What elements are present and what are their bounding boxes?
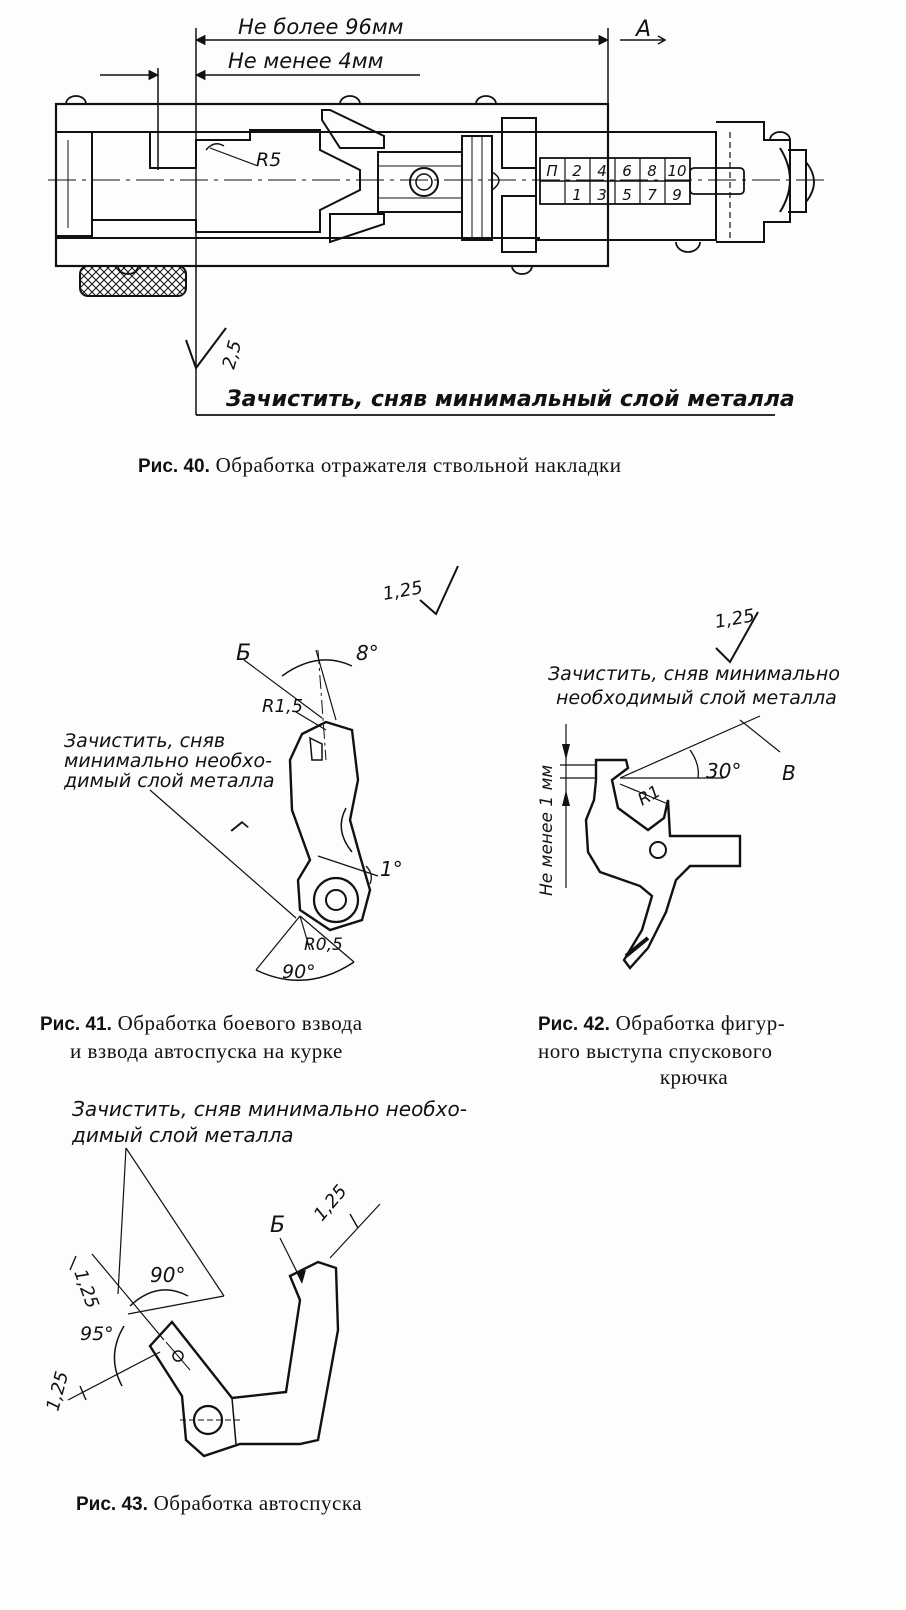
- fig42-note-line1: Зачистить, сняв минимально: [548, 663, 840, 685]
- scale-top-0: П: [546, 162, 557, 180]
- fig43-caption-text: Обработка автоспуска: [153, 1491, 363, 1515]
- fig43-angle-95: 95°: [80, 1323, 114, 1345]
- fig42-dim-vertical: Не менее 1 мм: [537, 765, 557, 896]
- scale-top-2: 4: [597, 162, 607, 180]
- knurled-pad: [79, 265, 187, 297]
- fig40-caption-text: Обработка отражателя ствольной накладки: [215, 453, 622, 477]
- fig41-caption-line1: Обработка боевого взвода: [117, 1011, 363, 1035]
- scale-bottom-3: 7: [647, 186, 657, 204]
- fig43-roughness-left: 1,25: [69, 1267, 102, 1312]
- fig41-roughness: 1,25: [381, 577, 424, 605]
- fig42-roughness: 1,25: [713, 605, 756, 633]
- fig42-label-v: В: [782, 761, 796, 785]
- fig40-caption-number: Рис. 40.: [138, 456, 210, 477]
- fig41-angle-1: 1°: [380, 857, 403, 881]
- fig43-caption: Рис. 43. Обработка автоспуска: [76, 1490, 496, 1518]
- fig41-angle-90: 90°: [282, 961, 316, 983]
- fig41-label-g: Г: [227, 815, 252, 842]
- dim-label-min: Не менее 4мм: [228, 49, 384, 73]
- fig41-caption-line2: и взвода автоспуска на курке: [70, 1039, 343, 1063]
- scale-top-3: 6: [622, 162, 632, 180]
- fig42-angle-30: 30°: [706, 759, 741, 783]
- fig42-caption-line1: Обработка фигур-: [615, 1011, 786, 1035]
- fig41-radius-15: R1,5: [262, 696, 303, 717]
- fig42-caption-line2: ного выступа спускового: [538, 1039, 773, 1063]
- fig42-note-line2: необходимый слой металла: [556, 687, 837, 709]
- scale-bottom-1: 3: [597, 186, 607, 204]
- fig42-caption-number: Рис. 42.: [538, 1014, 610, 1035]
- fig40-caption: Рис. 40. Обработка отражателя ствольной …: [138, 452, 778, 480]
- scale-top-5: 10: [667, 162, 686, 180]
- fig41-caption: Рис. 41. Обработка боевого взвода и взвод…: [40, 1010, 470, 1064]
- view-label-a: А: [634, 17, 651, 42]
- fig41-note-line3: димый слой металла: [63, 770, 274, 792]
- fig42-radius-1: R1: [635, 782, 665, 811]
- scale-bottom-2: 5: [622, 186, 632, 204]
- roughness-mark-25: [185, 327, 227, 371]
- fig41-caption-number: Рис. 41.: [40, 1014, 112, 1035]
- screw-hole: [409, 167, 439, 197]
- fig41-radius-05: R0,5: [304, 935, 343, 955]
- fig43-note-line1: Зачистить, сняв минимально необхо-: [72, 1097, 467, 1121]
- fig41-angle-8: 8°: [356, 641, 379, 665]
- scale-bottom-4: 9: [672, 186, 682, 204]
- fig40-note: Зачистить, сняв минимальный слой металла: [225, 387, 795, 412]
- fig43-angle-90: 90°: [150, 1263, 185, 1287]
- fig41-note-line2: минимально необхо-: [64, 750, 272, 772]
- fig42-caption-line3: крючка: [659, 1065, 729, 1089]
- fig43-roughness-bottom: 1,25: [43, 1369, 74, 1413]
- scale-top-4: 8: [647, 162, 657, 180]
- fig41-note-line1: Зачистить, сняв: [64, 730, 225, 752]
- scale-bottom-0: 1: [572, 186, 582, 204]
- fig43-roughness-top: 1,25: [310, 1181, 352, 1225]
- fig43-caption-number: Рис. 43.: [76, 1494, 148, 1515]
- fig41-label-b: Б: [236, 641, 251, 666]
- fig43-note-line2: димый слой металла: [71, 1123, 294, 1147]
- dim-label-max: Не более 96мм: [238, 15, 404, 39]
- scale-top-1: 2: [572, 162, 582, 180]
- figure-40-drawing: П 2 4 6 8 10 1 3 5 7 9 Не более 96мм Не …: [0, 0, 906, 440]
- fig43-label-b: Б: [270, 1213, 285, 1238]
- fig42-caption: Рис. 42. Обработка фигур-ного выступа сп…: [538, 1010, 850, 1090]
- radius-label-r5: R5: [256, 149, 281, 171]
